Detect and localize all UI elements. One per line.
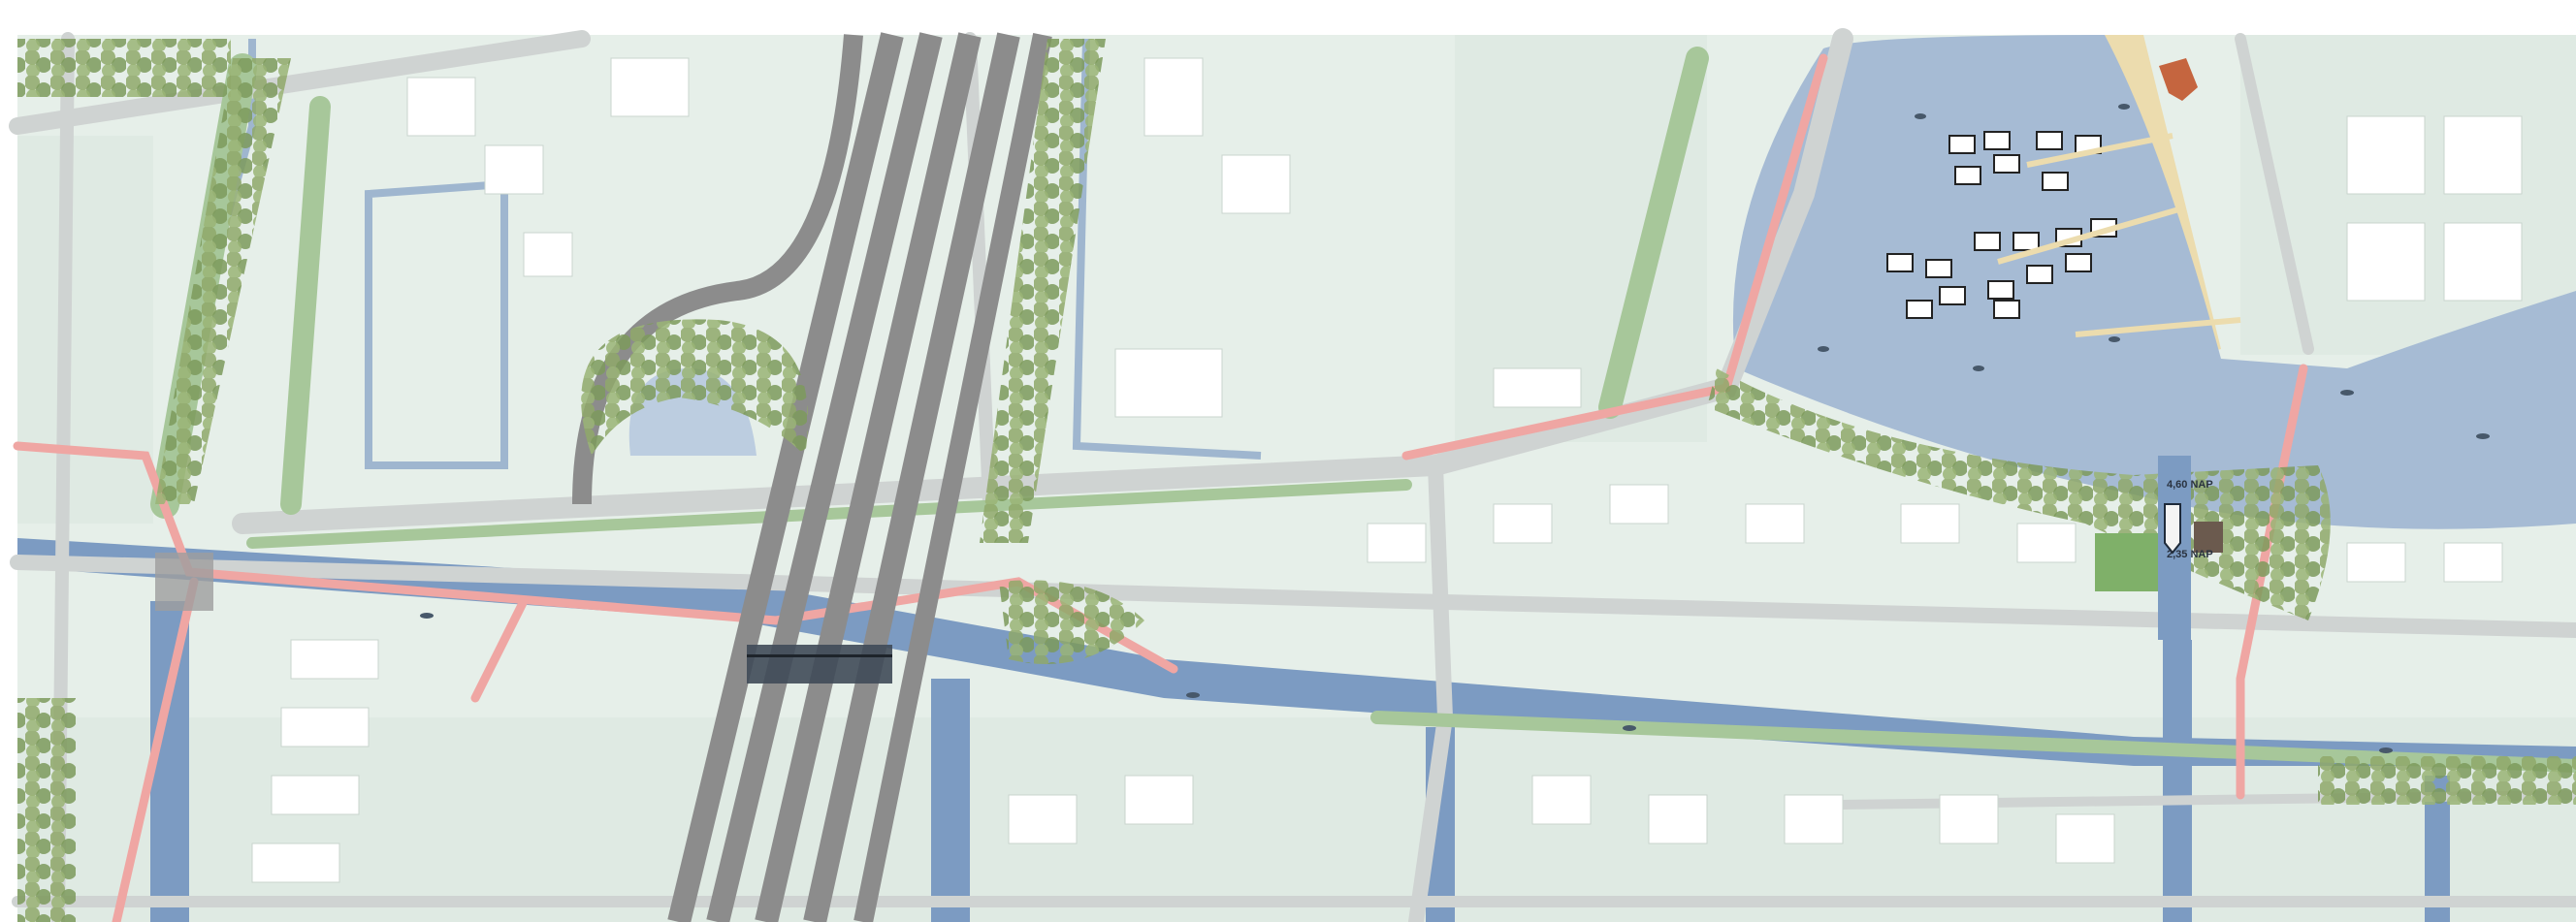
bridge-left xyxy=(155,553,213,611)
jetties xyxy=(1997,133,2241,337)
elevation-label-upper: 4,60 NAP xyxy=(2167,479,2213,491)
red-roof-building xyxy=(2159,58,2198,101)
lake xyxy=(1732,35,2576,529)
residential-areas xyxy=(17,35,2576,922)
boats xyxy=(420,104,2490,753)
buildings xyxy=(251,57,2523,883)
highway-bridge xyxy=(747,645,892,684)
park-and-lock: 4,60 NAP 2,35 NAP xyxy=(2095,456,2223,640)
elevation-label-lower: 2,35 NAP xyxy=(2167,549,2213,560)
